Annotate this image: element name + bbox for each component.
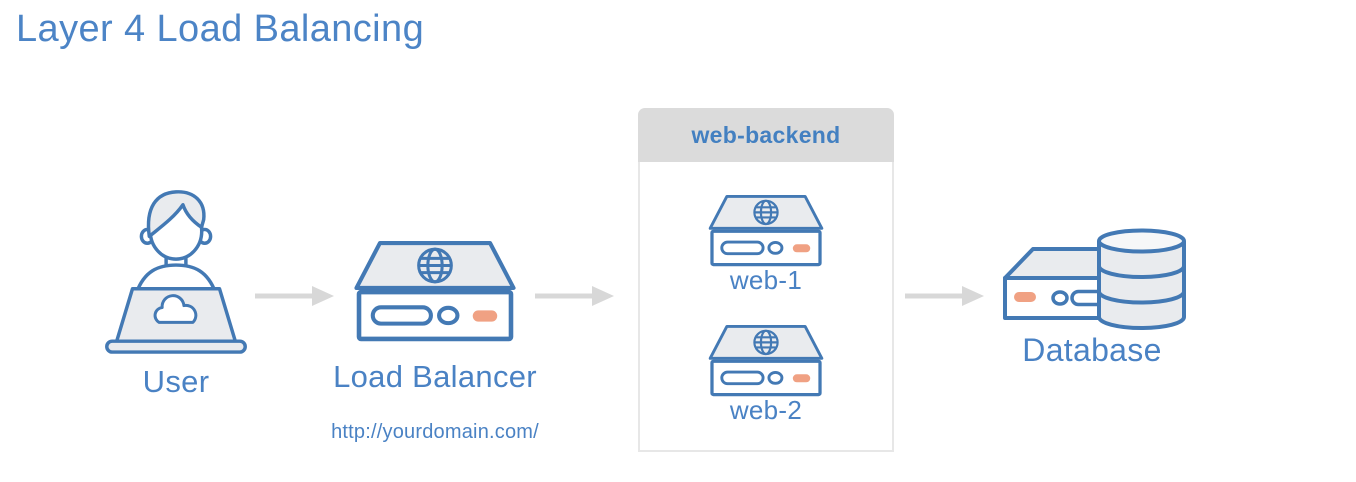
load-balancer-label: Load Balancer: [333, 359, 537, 394]
database-label: Database: [1022, 332, 1162, 368]
server-globe-icon: [708, 324, 824, 397]
arrow-right-icon: [254, 284, 334, 308]
web-server-node: web-2: [708, 324, 824, 426]
backend-group-box: web-backend web-1 web-2: [638, 108, 894, 452]
arrow-right-icon: [534, 284, 614, 308]
user-label: User: [142, 364, 210, 399]
load-balancer-url: http://yourdomain.com/: [331, 421, 539, 443]
database-node: Database: [994, 228, 1190, 369]
web-server-label: web-2: [729, 395, 803, 425]
arrow-right-icon: [904, 284, 984, 308]
page-title: Layer 4 Load Balancing: [16, 8, 425, 50]
server-globe-icon: [353, 240, 517, 342]
web-server-label: web-1: [729, 265, 803, 295]
user-node: User: [96, 180, 256, 400]
user-at-laptop-icon: [105, 190, 247, 354]
backend-group-header: web-backend: [638, 108, 894, 162]
server-globe-icon: [708, 194, 824, 267]
backend-group-body: web-1 web-2: [638, 162, 894, 452]
web-server-node: web-1: [708, 194, 824, 296]
backend-group-label: web-backend: [691, 121, 841, 148]
server-database-icon: [1003, 228, 1186, 330]
load-balancer-node: Load Balancer http://yourdomain.com/: [331, 240, 539, 444]
